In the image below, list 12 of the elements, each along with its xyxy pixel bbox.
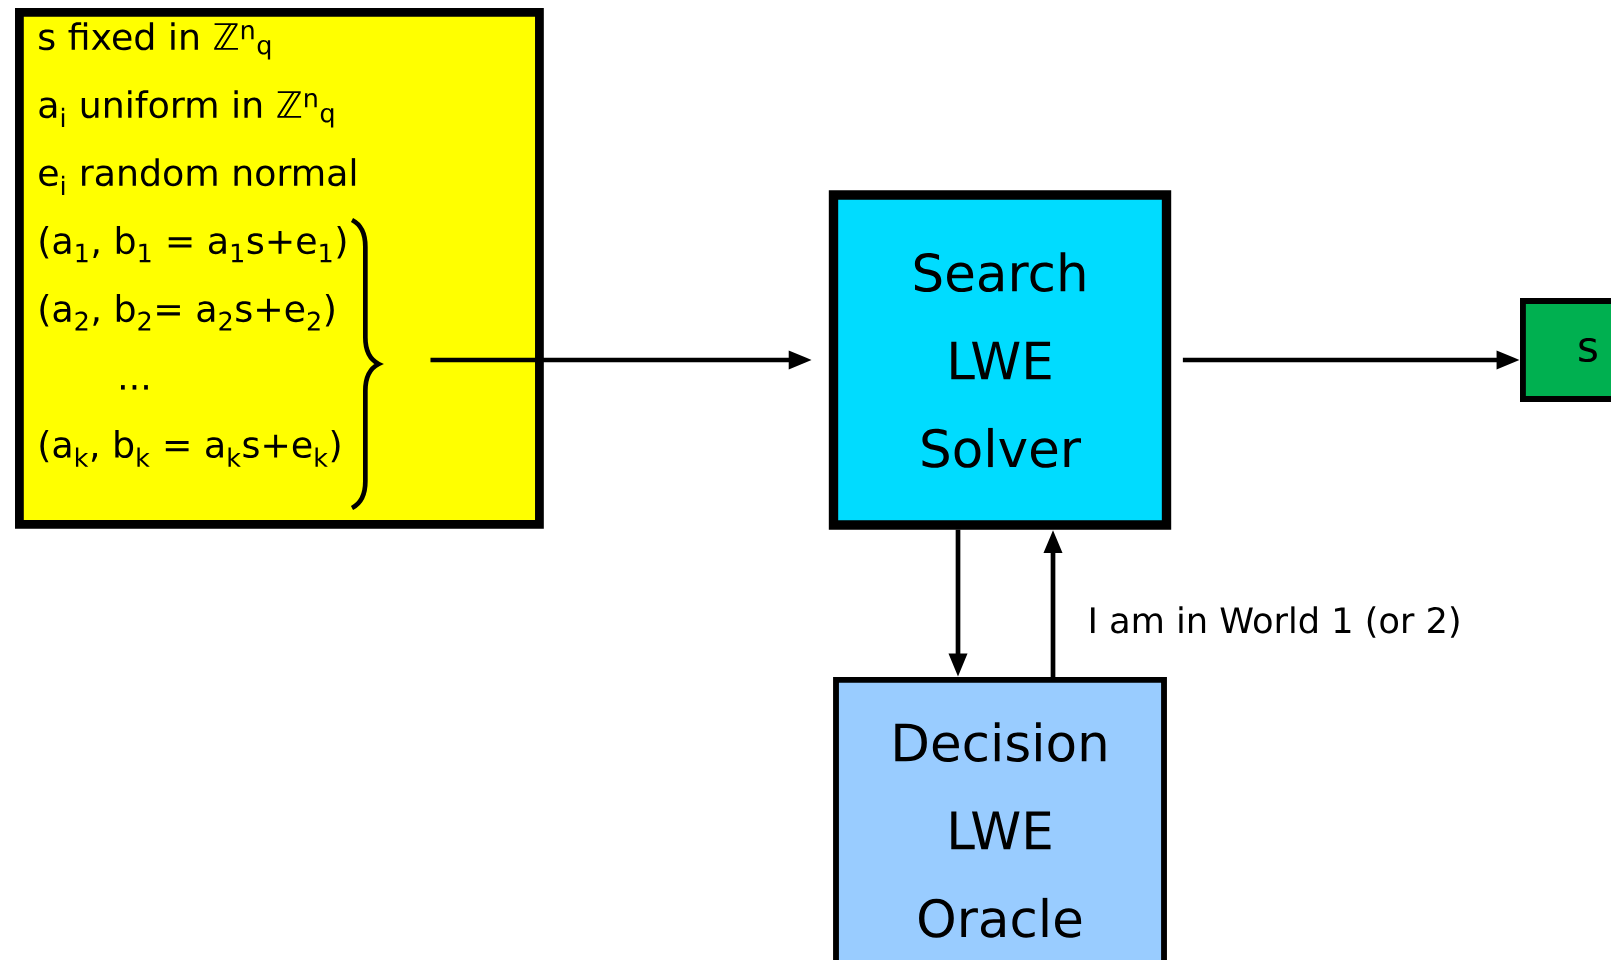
node-label: a$_{i}$ uniform in ℤ$^{n}$$_{q}$ (39, 90, 334, 128)
solver-box: Search LWE Solver (828, 190, 1172, 530)
node-label: ... (121, 385, 148, 390)
parameter-box (15, 8, 544, 529)
node-label: (a$_{2}$, b$_{2}$= a$_{2}$s+e$_{2}$) (40, 294, 334, 331)
node-label: s fixed in ℤ$^{n}$$_{q}$ (39, 22, 271, 60)
node-label: e$_{i}$ random normal (39, 158, 356, 196)
node-label: (a$_{k}$, b$_{k}$ = a$_{k}$s+e$_{k}$) (40, 429, 340, 467)
edge-label: I am in World 1 (or 2) (1091, 606, 1459, 638)
output-box: s (1520, 298, 1611, 402)
node-label: (a$_{1}$, b$_{1}$ = a$_{1}$s+e$_{1}$) (40, 226, 346, 263)
oracle-box: Decision LWE Oracle (833, 677, 1167, 960)
